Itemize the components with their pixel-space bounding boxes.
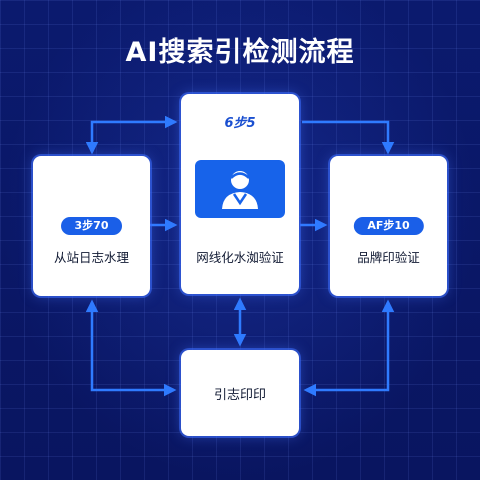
arrow-right-to-bottom	[303, 299, 395, 397]
diagram-title: AI搜索引检测流程	[125, 37, 355, 68]
node-center-icon-box	[195, 160, 285, 218]
node-right-card: AF步10 品牌印验证	[330, 156, 447, 296]
node-right-step-badge: AF步10	[353, 217, 424, 235]
node-center-step-tag: 6步5	[224, 116, 256, 131]
node-bottom-card: 引志印印	[181, 350, 299, 436]
node-right-label: 品牌印验证	[357, 250, 420, 265]
node-center-card: 6步5 网线化水洳验证	[181, 94, 299, 294]
arrow-center-to-right-top	[302, 120, 395, 155]
node-left-card: 3步70 从站日志水理	[33, 156, 150, 296]
arrow-left-to-center-top	[85, 115, 178, 155]
node-left-step-badge: 3步70	[60, 217, 123, 235]
node-left-label: 从站日志水理	[53, 250, 129, 265]
node-bottom-label: 引志印印	[213, 388, 266, 403]
arrow-left-to-bottom	[85, 299, 177, 397]
user-badge-icon	[222, 171, 258, 209]
node-center-label: 网线化水洳验证	[196, 250, 284, 265]
